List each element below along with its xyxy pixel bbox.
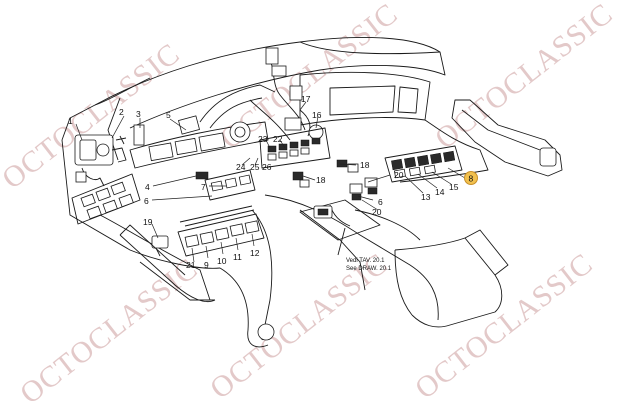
callout-12: 12 [250, 248, 260, 258]
callout-6: 6 [144, 196, 149, 206]
switch-group-18b [292, 171, 310, 188]
centre-console [119, 194, 509, 348]
callout-7: 7 [201, 182, 206, 192]
callout-8: 8 [469, 174, 474, 184]
switch-group-20 [349, 177, 378, 201]
callout-5: 5 [166, 110, 171, 120]
callout-14: 14 [435, 187, 445, 197]
callout-10: 10 [217, 256, 227, 266]
part-19 [151, 235, 169, 257]
callout-16: 16 [312, 110, 322, 120]
callout-22: 22 [273, 134, 283, 144]
wiring-harness [249, 47, 324, 141]
steering-column [129, 84, 276, 169]
callout-labels: 1 2 3 4 5 6 7 8 9 10 11 12 13 14 15 16 1… [68, 94, 478, 270]
lower-switch-bank [177, 205, 265, 257]
cross-reference-note: Vedi TAV. 20.1 See DRAW. 20.1 [346, 258, 392, 272]
callout-17: 17 [301, 94, 311, 104]
callout-18b: 18 [316, 175, 326, 185]
watermark: OCTOCLASSIC [14, 252, 204, 404]
watermark: OCTOCLASSIC [409, 247, 599, 404]
note-italian: Vedi TAV. 20.1 [346, 258, 385, 264]
center-switch-block [259, 127, 331, 169]
callout-23: 23 [258, 134, 268, 144]
door-armrest [451, 99, 563, 177]
dashboard-outline [61, 36, 489, 301]
callout-3: 3 [136, 109, 141, 119]
right-switch-bank [384, 145, 463, 183]
callout-8-highlight: 8 [464, 171, 478, 185]
switch-cluster-left [71, 173, 141, 225]
callout-20a: 20 [394, 170, 404, 180]
callout-4: 4 [145, 182, 150, 192]
callout-1: 1 [68, 116, 73, 126]
callout-8-badge [464, 171, 478, 185]
callout-6b: 6 [378, 197, 383, 207]
callout-15: 15 [449, 182, 459, 192]
callout-2: 2 [119, 107, 124, 117]
ignition-switch [74, 124, 145, 187]
callout-21: 21 [186, 260, 196, 270]
switch-group-16 [313, 205, 333, 219]
switch-group-18a [336, 159, 359, 173]
callout-20b: 20 [372, 207, 382, 217]
callout-26: 26 [262, 162, 272, 172]
callout-24: 24 [236, 162, 246, 172]
callout-18a: 18 [360, 160, 370, 170]
watermark: OCTOCLASSIC [429, 0, 618, 156]
callout-19: 19 [143, 217, 153, 227]
callout-9: 9 [204, 260, 209, 270]
leader-lines [75, 101, 466, 263]
note-english: See DRAW. 20.1 [346, 266, 392, 272]
callout-11: 11 [233, 252, 242, 262]
callout-13: 13 [421, 192, 431, 202]
callout-25: 25 [250, 162, 260, 172]
